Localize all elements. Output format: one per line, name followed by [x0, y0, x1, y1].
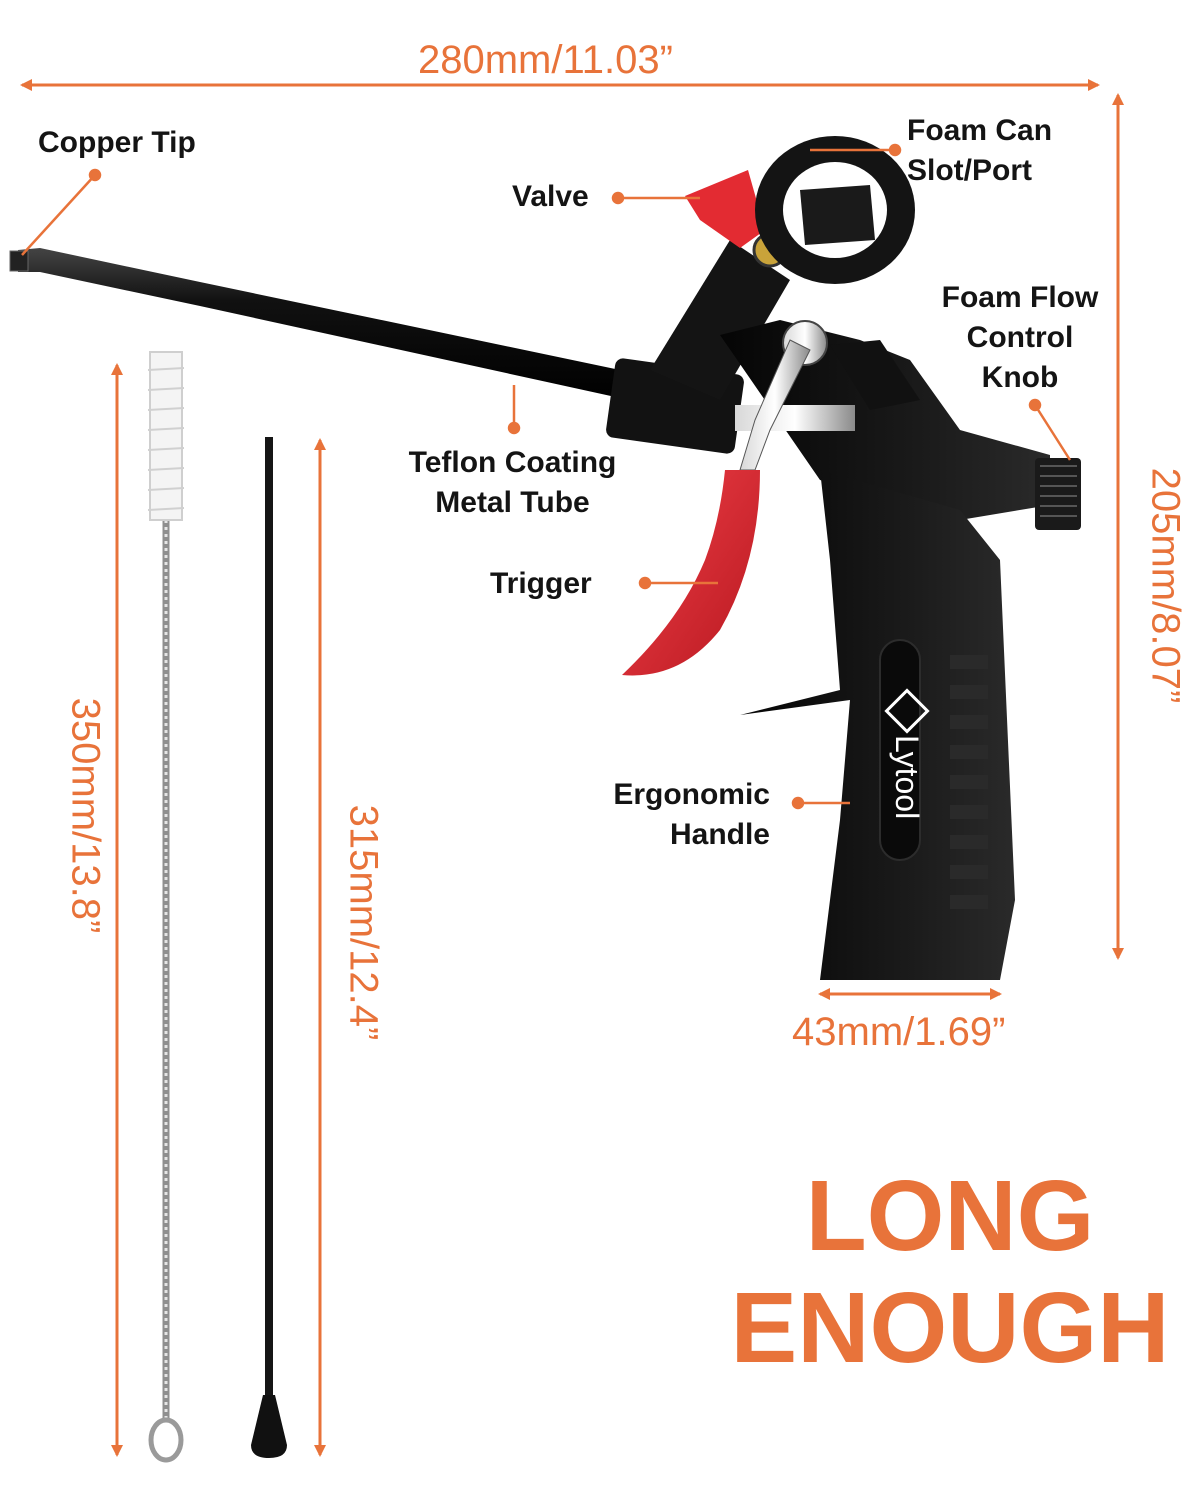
copper-tip-label: Copper Tip [38, 126, 196, 159]
headline: LONG ENOUGH [720, 1160, 1180, 1384]
foam-can-slot-line2: Slot/Port [907, 154, 1032, 187]
headline-line1: LONG [805, 1160, 1095, 1272]
brush-length-label: 350mm/13.8” [63, 697, 108, 934]
flow-control-line2: Control [966, 321, 1074, 354]
overall-length-label: 280mm/11.03” [418, 38, 673, 82]
valve-label: Valve [512, 180, 589, 213]
trigger-label: Trigger [490, 567, 592, 600]
cleaning-brush [147, 351, 185, 1463]
tube-line2: Metal Tube [435, 486, 590, 519]
handle-line1: Ergonomic [613, 778, 770, 811]
headline-line2: ENOUGH [730, 1272, 1170, 1384]
overall-height-label: 205mm/8.07” [1143, 467, 1188, 704]
foam-gun [9, 136, 1081, 980]
brand-logo-text: Lytool [889, 735, 926, 820]
foam-can-slot-label: Foam Can Slot/Port [907, 111, 1052, 191]
extension-rod [251, 437, 287, 1458]
foam-can-slot-line1: Foam Can [907, 114, 1053, 147]
handle-label: Ergonomic Handle [585, 775, 770, 855]
tube-line1: Teflon Coating [408, 446, 617, 479]
lytool-logo-icon [884, 688, 930, 734]
dimension-arrows [20, 79, 1124, 1457]
brand-logo: Lytool [884, 688, 930, 825]
flow-control-knob-label: Foam Flow Control Knob [925, 278, 1115, 398]
tube-label: Teflon Coating Metal Tube [385, 443, 640, 523]
handle-width-label: 43mm/1.69” [792, 1010, 1006, 1054]
handle-line2: Handle [669, 818, 770, 851]
flow-control-line3: Knob [981, 361, 1059, 394]
flow-control-line1: Foam Flow [941, 281, 1099, 314]
rod-length-label: 315mm/12.4” [341, 804, 386, 1041]
callout-leaders [21, 143, 1072, 810]
